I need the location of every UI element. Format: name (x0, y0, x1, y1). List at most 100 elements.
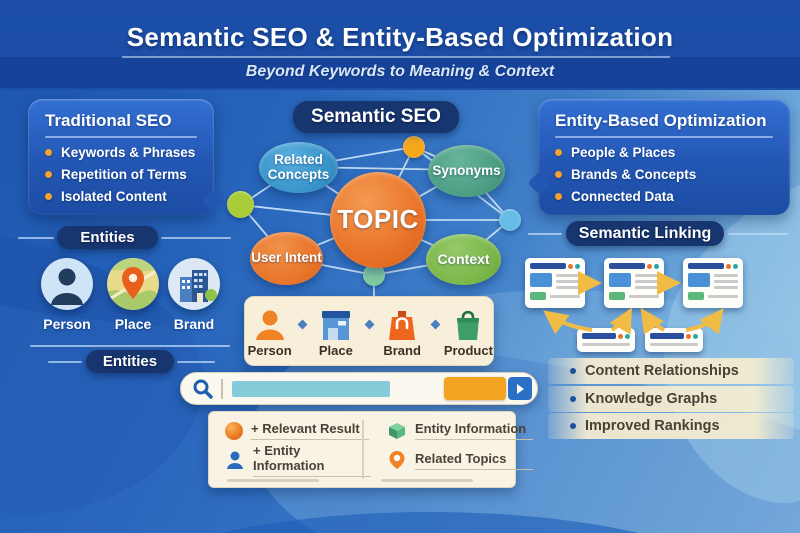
semantic-linking-diagram (524, 254, 792, 356)
divider-line (48, 361, 82, 363)
bullet-item: Isolated Content (45, 189, 214, 204)
bullet-dot-icon (570, 368, 576, 374)
result-item: Related Topics (371, 443, 533, 477)
divider-line (30, 345, 230, 347)
chip-product: Product (444, 309, 493, 358)
person-icon (41, 258, 93, 310)
webpage-card-small (645, 328, 703, 352)
result-placeholder-bar (381, 479, 473, 482)
bullet-dot-icon (570, 395, 576, 402)
result-placeholder-bar (227, 479, 319, 482)
traditional-seo-panel: Traditional SEO Keywords & Phrases Repet… (28, 99, 225, 215)
orange-sphere-icon (225, 421, 243, 440)
benefits-list: Content Relationships Knowledge Graphs I… (548, 358, 794, 441)
benefit-label: Improved Rankings (585, 418, 720, 434)
webpage-card (525, 258, 585, 308)
chip-place: Place (311, 309, 360, 358)
result-item: + Relevant Result (209, 418, 371, 443)
result-label: + Relevant Result (251, 421, 369, 440)
tote-bag-icon (457, 310, 480, 340)
chip-label: Product (443, 342, 493, 358)
divider-line (528, 233, 562, 235)
benefit-item: Content Relationships (548, 358, 794, 384)
entities-bottom-label: Entities (86, 350, 174, 373)
entities-top-label: Entities (57, 226, 158, 249)
bullet-label: Repetition of Terms (61, 166, 187, 182)
search-button[interactable] (444, 377, 506, 400)
webpage-card-small (577, 328, 635, 352)
bullet-dot-icon (555, 148, 562, 156)
search-bar (180, 372, 538, 405)
search-input[interactable] (231, 380, 390, 397)
result-label: Related Topics (415, 451, 533, 470)
bullet-label: Keywords & Phrases (61, 144, 196, 160)
chip-brand: Brand (378, 309, 427, 358)
benefit-label: Knowledge Graphs (585, 390, 718, 407)
chip-label: Brand (383, 342, 421, 358)
result-label: Entity Information (415, 421, 533, 440)
bullet-dot-icon (570, 423, 576, 429)
diamond-separator-icon (430, 319, 441, 329)
green-cube-icon (387, 421, 407, 441)
chip-label: Person (247, 342, 292, 358)
bullet-dot-icon (555, 170, 562, 178)
search-results-panel: + Relevant Result Entity Information + E… (208, 411, 533, 488)
bullet-item: People & Places (555, 145, 790, 160)
bullet-label: Isolated Content (61, 188, 167, 204)
chip-label: Place (318, 342, 353, 358)
blue-person-icon (225, 450, 245, 470)
node-context: Context (426, 234, 501, 285)
benefit-label: Content Relationships (585, 363, 739, 379)
bullet-dot-icon (555, 192, 562, 200)
subtitle-band (0, 57, 800, 88)
result-item: Entity Information (371, 418, 533, 443)
person-icon (255, 310, 284, 340)
divider-line (177, 361, 215, 363)
search-divider (221, 378, 223, 399)
bullet-item: Repetition of Terms (45, 167, 214, 182)
search-submit-button[interactable] (508, 377, 532, 400)
page-title: Semantic SEO & Entity-Based Optimization (126, 22, 674, 52)
bullet-label: Brands & Concepts (571, 166, 697, 182)
benefit-item: Knowledge Graphs (548, 385, 794, 412)
search-icon (193, 379, 213, 399)
traditional-seo-title: Traditional SEO (45, 111, 172, 130)
node-synonyms: Synonyms (428, 145, 505, 197)
satellite-node-teal (363, 264, 385, 286)
entity-based-title: Entity-Based Optimization (555, 111, 767, 130)
bullet-dot-icon (45, 148, 52, 156)
orange-pin-icon (387, 450, 407, 470)
entity-based-panel: Entity-Based Optimization People & Place… (527, 99, 790, 215)
satellite-node-yellow (403, 136, 425, 158)
node-user-intent: User Intent (250, 232, 323, 285)
title-underline (122, 56, 670, 58)
storefront-icon (321, 310, 350, 340)
semantic-seo-heading: Semantic SEO (293, 101, 459, 133)
bullet-item: Keywords & Phrases (45, 145, 214, 160)
semantic-mindmap: Related Concepts Synonyms User Intent Co… (222, 133, 528, 309)
bullet-item: Brands & Concepts (555, 167, 790, 182)
bullet-dot-icon (45, 192, 52, 200)
entity-chips-panel: Person Place Brand (244, 296, 494, 366)
benefit-item: Improved Rankings (548, 413, 794, 439)
entity-label-brand: Brand (173, 316, 215, 332)
chip-person: Person (245, 309, 294, 358)
webpage-card (683, 258, 743, 308)
semantic-linking-heading: Semantic Linking (566, 221, 724, 246)
entity-label-place: Place (114, 316, 152, 332)
bullet-item: Connected Data (555, 189, 790, 204)
node-related-concepts: Related Concepts (259, 142, 338, 193)
satellite-node-lime (227, 191, 254, 218)
node-topic: TOPIC (330, 172, 426, 268)
bullet-label: People & Places (571, 144, 676, 160)
page-subtitle: Beyond Keywords to Meaning & Context (245, 63, 555, 80)
divider-line (18, 237, 54, 239)
play-arrow-icon (516, 383, 524, 394)
result-item: + Entity Information (209, 443, 371, 477)
title-underline (555, 136, 773, 138)
map-pin-icon (107, 258, 159, 310)
satellite-node-blue (499, 209, 521, 231)
diamond-separator-icon (297, 319, 308, 329)
divider-line (728, 233, 788, 235)
